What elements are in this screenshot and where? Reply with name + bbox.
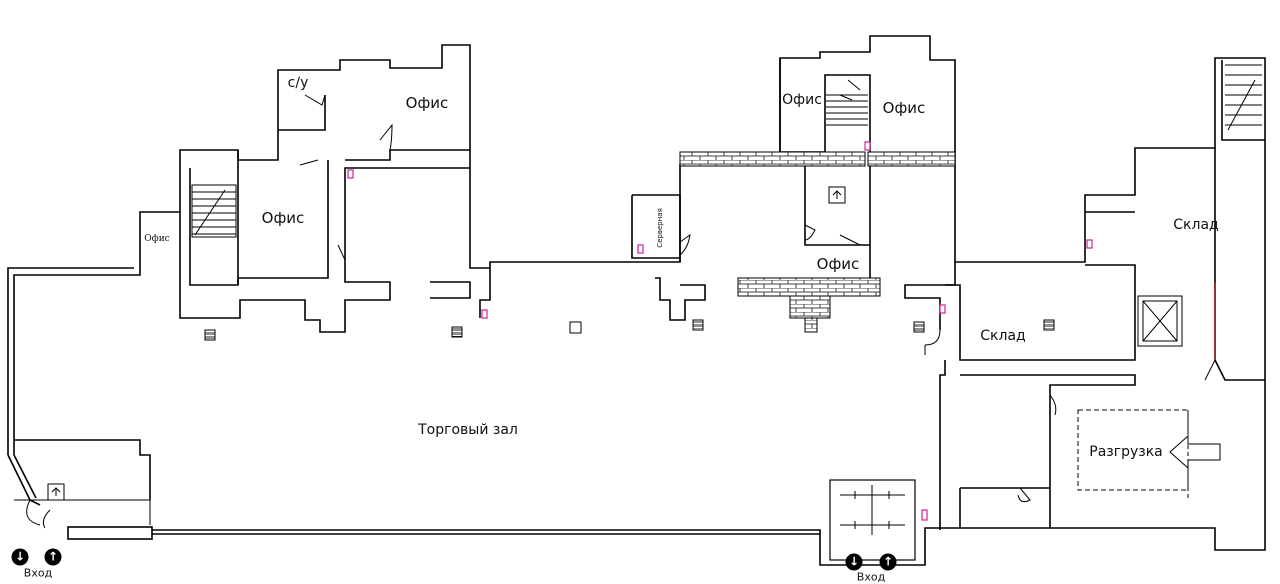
- room-label-unloading: Разгрузка: [1089, 444, 1163, 460]
- room-label-office: Офис: [405, 94, 449, 112]
- entry-arrow-icon: ↑: [879, 553, 897, 571]
- exit-arrow-icon: ↓: [845, 553, 863, 571]
- room-label-office: Офис: [261, 209, 305, 227]
- entry-arrow-icon: ↑: [44, 548, 62, 566]
- evacuation-sign-icon: [47, 186, 846, 501]
- room-label-sales-hall: Торговый зал: [418, 422, 518, 438]
- room-label-wc: с/у: [287, 75, 309, 91]
- elevator: [1137, 295, 1183, 347]
- room-label-server: Серверная: [656, 208, 664, 248]
- room-label-office: Офис: [816, 255, 860, 273]
- entrance-label: Вход: [23, 566, 53, 580]
- room-label-office: Офис: [882, 99, 926, 117]
- entrance-label: Вход: [856, 570, 886, 584]
- stairs: [191, 64, 1262, 238]
- room-label-warehouse: Склад: [1173, 217, 1219, 233]
- columns: [204, 319, 1055, 341]
- unloading-zone: [1077, 409, 1189, 491]
- exterior-wall: [13, 35, 1266, 566]
- exit-arrow-icon: ↓: [11, 548, 29, 566]
- room-label-office: Офис: [144, 234, 170, 244]
- brick-walls: [679, 151, 956, 333]
- unloading-arrow-icon: [1169, 434, 1221, 470]
- walls: [7, 35, 1266, 566]
- room-label-office: Офис: [782, 92, 822, 108]
- doors: [26, 79, 1216, 529]
- markers: [347, 141, 1093, 521]
- room-label-warehouse: Склад: [980, 328, 1026, 344]
